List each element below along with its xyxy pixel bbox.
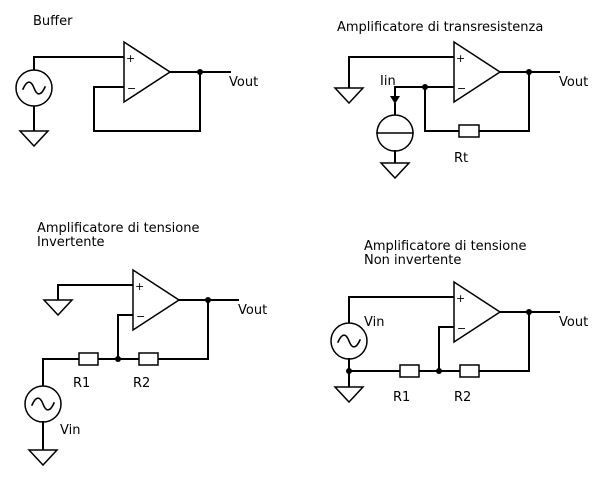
resistor-r1-icon xyxy=(399,364,420,378)
inverting-circuit: Amplificatore di tensione Invertente + −… xyxy=(24,221,267,467)
opamp-icon: + − xyxy=(132,268,181,332)
r2-label: R2 xyxy=(133,376,150,391)
wire-minus-input xyxy=(117,314,134,360)
ac-source-icon xyxy=(330,322,368,360)
non-inverting-title-line1: Amplificatore di tensione xyxy=(364,239,526,254)
inverting-title-line1: Amplificatore di tensione xyxy=(37,221,199,236)
opamp-icon: + − xyxy=(453,40,502,104)
ground-icon xyxy=(379,162,411,180)
plus-sign: + xyxy=(126,52,135,65)
minus-sign: − xyxy=(457,322,466,335)
wire-plus-input xyxy=(57,284,134,301)
input-label: Vin xyxy=(60,423,80,438)
junction-dot xyxy=(346,368,352,374)
non-inverting-circuit: Amplificatore di tensione Non invertente… xyxy=(330,239,588,405)
ground-icon xyxy=(333,386,365,404)
resistor-r1-icon xyxy=(78,352,99,366)
junction-dot xyxy=(422,84,428,90)
transresistance-title: Amplificatore di transresistenza xyxy=(337,20,543,35)
r1-label: R1 xyxy=(393,390,410,405)
non-inverting-title-line2: Non invertente xyxy=(364,253,461,268)
minus-sign: − xyxy=(136,310,145,323)
plus-sign: + xyxy=(456,292,465,305)
wire-minus-input xyxy=(438,326,455,372)
junction-dot xyxy=(526,69,532,75)
input-label: Vin xyxy=(364,315,384,330)
ac-source-icon xyxy=(15,69,53,107)
plus-sign: + xyxy=(456,52,465,65)
opamp-icon: + − xyxy=(123,40,172,104)
junction-dot xyxy=(526,309,532,315)
inverting-title-line2: Invertente xyxy=(37,235,105,250)
junction-dot xyxy=(115,356,121,362)
resistor-rt-icon xyxy=(458,124,480,138)
buffer-title: Buffer xyxy=(33,14,73,29)
minus-sign: − xyxy=(127,82,136,95)
wire-feedback xyxy=(42,299,209,387)
resistor-label: Rt xyxy=(454,151,468,166)
ground-icon xyxy=(27,449,59,467)
junction-dot xyxy=(436,368,442,374)
wire-plus-input xyxy=(348,56,455,89)
wire-plus-input xyxy=(33,56,125,71)
wire-feedback xyxy=(93,71,201,132)
ground-icon xyxy=(42,299,74,317)
wire-plus-input xyxy=(348,296,455,324)
r2-label: R2 xyxy=(454,390,471,405)
output-label: Vout xyxy=(238,303,267,318)
junction-dot xyxy=(197,69,203,75)
ground-icon xyxy=(18,130,50,148)
plus-sign: + xyxy=(135,280,144,293)
ac-source-icon xyxy=(24,385,62,423)
buffer-circuit: Buffer + − Vout xyxy=(15,14,258,148)
wire-minus-input xyxy=(394,86,455,101)
input-current-label: Iin xyxy=(380,74,396,89)
output-label: Vout xyxy=(559,75,588,90)
output-label: Vout xyxy=(229,75,258,90)
current-source-icon xyxy=(376,114,414,152)
minus-sign: − xyxy=(457,82,466,95)
current-arrow-icon xyxy=(390,96,400,104)
resistor-r2-icon xyxy=(459,364,480,378)
resistor-r2-icon xyxy=(138,352,159,366)
transresistance-circuit: Amplificatore di transresistenza + − Iin… xyxy=(333,20,588,180)
r1-label: R1 xyxy=(73,376,90,391)
opamp-icon: + − xyxy=(453,280,502,344)
ground-icon xyxy=(333,87,365,105)
output-label: Vout xyxy=(559,315,588,330)
junction-dot xyxy=(205,297,211,303)
